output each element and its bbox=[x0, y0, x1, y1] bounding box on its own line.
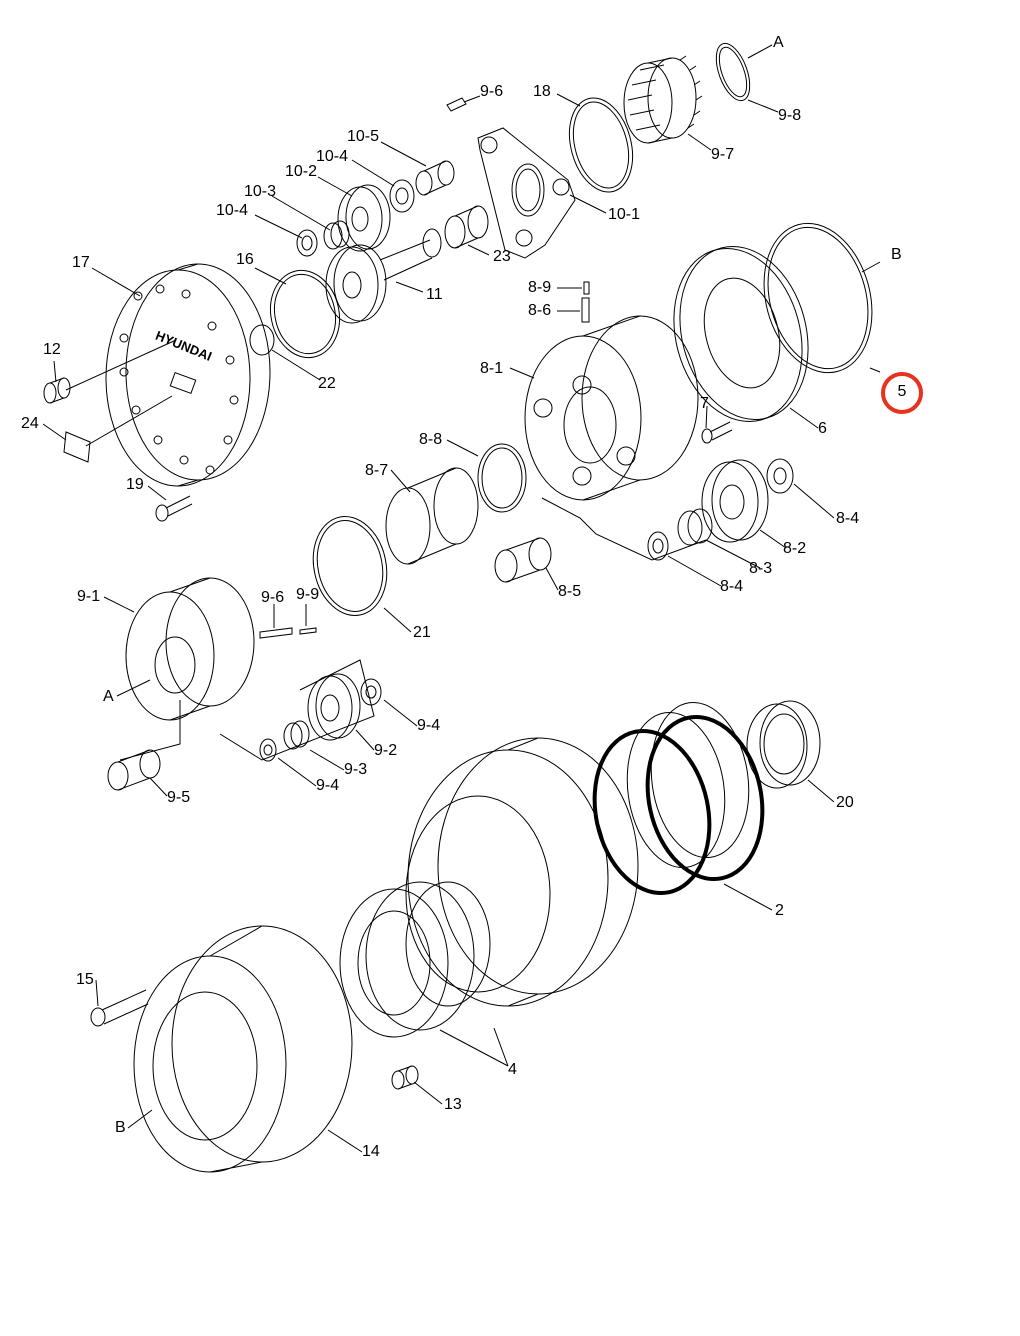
pin-8-6 bbox=[581, 297, 590, 323]
washer-10-4-top bbox=[389, 179, 415, 213]
label-10-5: 10-5 bbox=[347, 128, 380, 145]
label-9-6-top: 9-6 bbox=[480, 83, 504, 100]
label-A-top: A bbox=[773, 34, 784, 51]
o-ring-16 bbox=[270, 269, 340, 359]
label-9-1: 9-1 bbox=[77, 588, 101, 605]
label-A-bot: A bbox=[103, 688, 114, 705]
label-15: 15 bbox=[76, 971, 94, 988]
label-8-5: 8-5 bbox=[558, 583, 582, 600]
needle-bearing-8-3 bbox=[677, 508, 713, 546]
label-8-6: 8-6 bbox=[528, 302, 552, 319]
o-ring-18 bbox=[568, 97, 634, 193]
snap-ring-9-8 bbox=[715, 42, 751, 102]
seal-20 bbox=[746, 700, 821, 789]
washer-8-4-lower bbox=[647, 531, 669, 561]
label-18: 18 bbox=[533, 83, 551, 100]
cover-17 bbox=[105, 263, 271, 487]
planet-gear-8-2 bbox=[701, 459, 769, 543]
label-9-7: 9-7 bbox=[711, 146, 735, 163]
carrier-8-1 bbox=[524, 315, 699, 501]
carrier-9-1 bbox=[125, 577, 255, 721]
label-9-4-a: 9-4 bbox=[417, 717, 441, 734]
leader-lines bbox=[42, 44, 881, 1153]
label-9-6-bot: 9-6 bbox=[261, 589, 285, 606]
washer-9-4-lower bbox=[259, 738, 277, 762]
label-20: 20 bbox=[836, 794, 854, 811]
label-10-1: 10-1 bbox=[608, 206, 641, 223]
label-9-5: 9-5 bbox=[167, 789, 191, 806]
bolt-15 bbox=[90, 989, 149, 1027]
label-9-3: 9-3 bbox=[344, 761, 368, 778]
label-7: 7 bbox=[700, 395, 709, 412]
highlight-circle-part-5[interactable] bbox=[881, 372, 923, 414]
label-21: 21 bbox=[413, 624, 431, 641]
label-8-3: 8-3 bbox=[749, 560, 773, 577]
label-14: 14 bbox=[362, 1143, 380, 1160]
pin-10-5 bbox=[415, 160, 455, 196]
label-2: 2 bbox=[775, 902, 784, 919]
label-23: 23 bbox=[493, 248, 511, 265]
washer-9-4-right bbox=[360, 678, 382, 706]
label-16: 16 bbox=[236, 251, 254, 268]
label-6: 6 bbox=[818, 420, 827, 437]
needle-bearing-9-3 bbox=[283, 720, 310, 750]
label-8-8: 8-8 bbox=[419, 431, 443, 448]
plug-12 bbox=[43, 377, 71, 404]
label-4: 4 bbox=[508, 1061, 517, 1078]
bolt-7 bbox=[701, 421, 733, 444]
planet-gear-9-2 bbox=[307, 673, 361, 741]
label-8-4-a: 8-4 bbox=[836, 510, 860, 527]
label-8-2: 8-2 bbox=[783, 540, 807, 557]
label-B-bot: B bbox=[115, 1119, 126, 1136]
label-5[interactable]: 5 bbox=[897, 383, 907, 400]
ring-gear-6 bbox=[673, 245, 809, 423]
label-12: 12 bbox=[43, 341, 61, 358]
sun-gear-8-7 bbox=[385, 467, 479, 565]
label-8-7: 8-7 bbox=[365, 462, 389, 479]
needle-bearing-10-3 bbox=[323, 220, 350, 250]
bearing-4 bbox=[339, 881, 491, 1038]
hub-housing bbox=[405, 737, 639, 1007]
sun-gear-9-7 bbox=[623, 55, 703, 144]
floating-seal-2 bbox=[592, 701, 765, 896]
label-10-2: 10-2 bbox=[285, 163, 318, 180]
washer-10-4-left bbox=[296, 229, 318, 257]
label-9-8: 9-8 bbox=[778, 107, 802, 124]
label-10-4-b: 10-4 bbox=[216, 202, 249, 219]
o-ring-21 bbox=[312, 516, 388, 616]
label-11: 11 bbox=[426, 286, 443, 303]
label-13: 13 bbox=[444, 1096, 462, 1113]
label-10-3: 10-3 bbox=[244, 183, 277, 200]
nameplate-24 bbox=[63, 431, 91, 463]
gear-10-2 bbox=[337, 184, 391, 252]
label-9-4-b: 9-4 bbox=[316, 777, 340, 794]
label-24: 24 bbox=[21, 415, 39, 432]
label-9-2: 9-2 bbox=[374, 742, 398, 759]
label-10-4-a: 10-4 bbox=[316, 148, 349, 165]
plug-22 bbox=[249, 324, 275, 356]
label-8-4-b: 8-4 bbox=[720, 578, 744, 595]
snap-ring-8-8 bbox=[477, 443, 527, 513]
label-19: 19 bbox=[126, 476, 144, 493]
pin-9-6-bottom bbox=[259, 627, 293, 639]
pin-9-9 bbox=[299, 627, 317, 635]
pin-9-6-top bbox=[446, 97, 467, 112]
label-B-top: B bbox=[891, 246, 902, 263]
label-8-1: 8-1 bbox=[480, 360, 504, 377]
plug-13 bbox=[391, 1065, 419, 1090]
carrier-10-1 bbox=[477, 127, 576, 259]
drum-14 bbox=[133, 925, 353, 1173]
gear-shaft-11 bbox=[325, 239, 433, 324]
pin-8-5 bbox=[494, 537, 552, 583]
washer-8-4-right bbox=[766, 458, 794, 494]
label-8-9: 8-9 bbox=[528, 279, 552, 296]
label-17: 17 bbox=[72, 254, 90, 271]
label-22: 22 bbox=[318, 375, 336, 392]
assembly-guide-lines bbox=[119, 497, 707, 761]
pin-8-9 bbox=[583, 281, 590, 295]
bolt-19 bbox=[155, 495, 193, 522]
label-9-9: 9-9 bbox=[296, 586, 320, 603]
o-ring-5 bbox=[763, 222, 873, 374]
